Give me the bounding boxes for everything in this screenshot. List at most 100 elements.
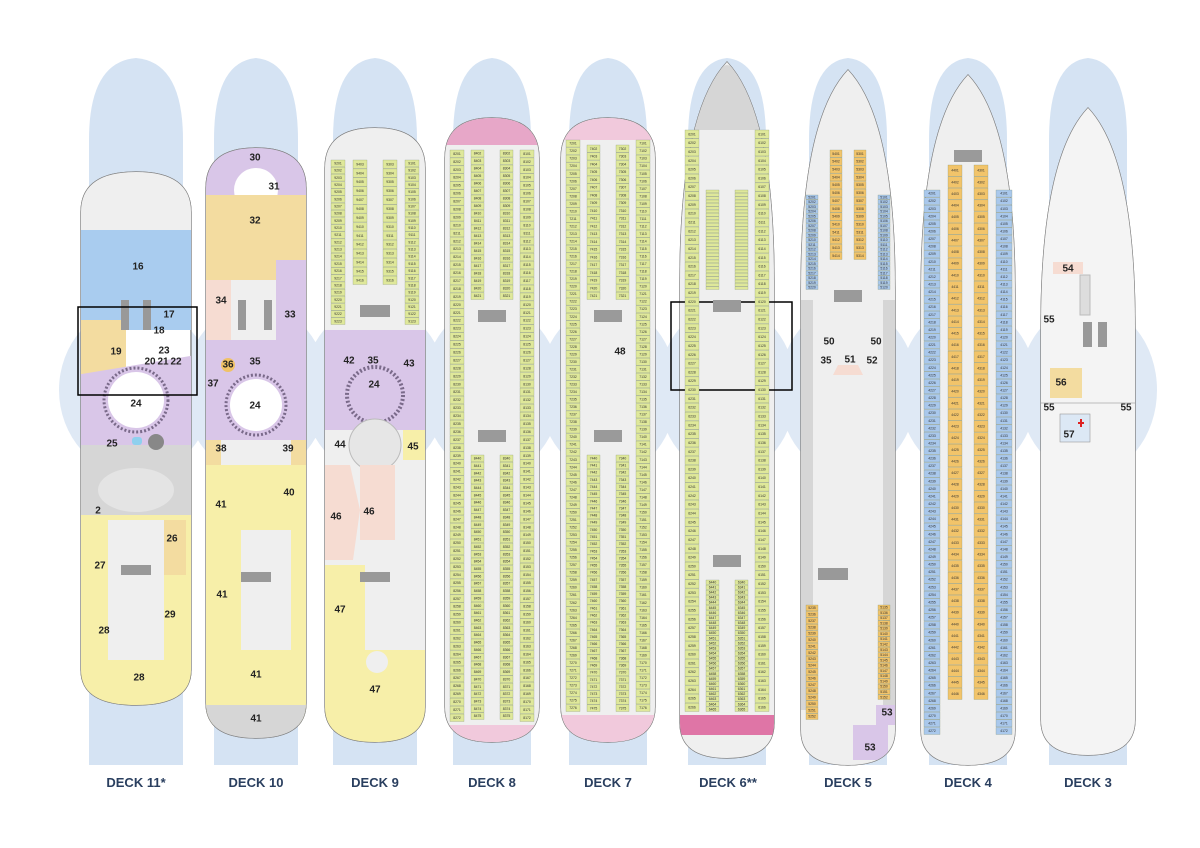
cabin[interactable] bbox=[330, 174, 346, 182]
cabin[interactable] bbox=[499, 239, 514, 248]
cabin[interactable] bbox=[615, 547, 630, 555]
deck-label[interactable]: DECK 5 bbox=[824, 775, 872, 790]
cabin[interactable] bbox=[615, 683, 630, 691]
cabin[interactable] bbox=[330, 245, 346, 253]
cabin[interactable] bbox=[635, 666, 651, 674]
cabin[interactable] bbox=[923, 712, 941, 720]
cabin[interactable] bbox=[877, 228, 891, 233]
cabin[interactable] bbox=[923, 636, 941, 644]
cabin[interactable] bbox=[635, 471, 651, 479]
cabin[interactable] bbox=[382, 186, 398, 196]
cabin[interactable] bbox=[352, 159, 368, 169]
cabin[interactable] bbox=[734, 579, 749, 585]
cabin[interactable] bbox=[705, 595, 720, 600]
cabin[interactable] bbox=[754, 526, 770, 536]
cabin[interactable] bbox=[995, 288, 1013, 296]
cabin[interactable] bbox=[995, 553, 1013, 561]
cabin[interactable] bbox=[995, 386, 1013, 394]
cabin[interactable] bbox=[382, 213, 398, 223]
cabin[interactable] bbox=[499, 179, 514, 188]
cabin[interactable] bbox=[519, 261, 535, 269]
cabin[interactable] bbox=[382, 267, 398, 276]
cabin[interactable] bbox=[995, 341, 1013, 349]
cabin[interactable] bbox=[923, 621, 941, 629]
cabin[interactable] bbox=[705, 640, 720, 646]
cabin[interactable] bbox=[923, 227, 941, 236]
cabin[interactable] bbox=[330, 274, 346, 282]
cabin[interactable] bbox=[805, 232, 819, 238]
cabin[interactable] bbox=[805, 204, 819, 209]
cabin[interactable] bbox=[754, 447, 770, 456]
cabin[interactable] bbox=[973, 688, 989, 700]
cabin[interactable] bbox=[519, 292, 535, 301]
cabin[interactable] bbox=[684, 685, 700, 694]
cabin[interactable] bbox=[805, 247, 819, 252]
cabin[interactable] bbox=[519, 284, 535, 293]
deck-label[interactable]: DECK 10 bbox=[229, 775, 284, 790]
cabin[interactable] bbox=[565, 192, 581, 200]
cabin[interactable] bbox=[449, 539, 465, 547]
cabin[interactable] bbox=[877, 275, 891, 281]
cabin[interactable] bbox=[995, 273, 1013, 281]
cabin[interactable] bbox=[973, 676, 989, 688]
cabin[interactable] bbox=[449, 189, 465, 198]
cabin[interactable] bbox=[382, 275, 398, 285]
cabin[interactable] bbox=[449, 372, 465, 381]
cabin[interactable] bbox=[829, 189, 843, 197]
cabin[interactable] bbox=[923, 485, 941, 493]
cabin[interactable] bbox=[995, 727, 1013, 735]
cabin[interactable] bbox=[923, 454, 941, 463]
cabin[interactable] bbox=[684, 138, 700, 148]
cabin[interactable] bbox=[973, 548, 989, 561]
cabin[interactable] bbox=[734, 600, 749, 606]
cabin[interactable] bbox=[449, 491, 465, 500]
cabin[interactable] bbox=[684, 209, 700, 218]
cabin[interactable] bbox=[805, 213, 819, 219]
cabin[interactable] bbox=[586, 526, 601, 534]
cabin[interactable] bbox=[615, 469, 630, 477]
cabin[interactable] bbox=[705, 256, 720, 260]
cabin[interactable] bbox=[470, 609, 485, 617]
cabin[interactable] bbox=[705, 196, 720, 200]
cabin[interactable] bbox=[565, 403, 581, 411]
cabin[interactable] bbox=[754, 332, 770, 342]
cabin[interactable] bbox=[684, 517, 700, 527]
cabin[interactable] bbox=[754, 156, 770, 165]
cabin[interactable] bbox=[449, 578, 465, 587]
cabin[interactable] bbox=[705, 273, 720, 277]
cabin[interactable] bbox=[684, 200, 700, 209]
cabin[interactable] bbox=[947, 409, 963, 421]
cabin[interactable] bbox=[586, 230, 601, 238]
cabin[interactable] bbox=[684, 509, 700, 518]
cabin[interactable] bbox=[586, 561, 601, 569]
cabin[interactable] bbox=[995, 515, 1013, 523]
cabin[interactable] bbox=[615, 183, 630, 192]
cabin[interactable] bbox=[684, 676, 700, 686]
cabin[interactable] bbox=[519, 205, 535, 214]
cabin[interactable] bbox=[615, 483, 630, 491]
cabin[interactable] bbox=[995, 401, 1013, 410]
cabin[interactable] bbox=[635, 486, 651, 494]
cabin[interactable] bbox=[499, 194, 514, 203]
cabin[interactable] bbox=[449, 594, 465, 603]
cabin[interactable] bbox=[923, 659, 941, 667]
cabin[interactable] bbox=[995, 636, 1013, 644]
cabin[interactable] bbox=[734, 223, 749, 227]
cabin[interactable] bbox=[947, 467, 963, 479]
cabin[interactable] bbox=[829, 173, 843, 182]
cabin[interactable] bbox=[449, 308, 465, 317]
cabin[interactable] bbox=[519, 380, 535, 388]
cabin[interactable] bbox=[923, 371, 941, 379]
cabin[interactable] bbox=[330, 260, 346, 268]
deck-label[interactable]: DECK 8 bbox=[468, 775, 516, 790]
cabin[interactable] bbox=[705, 625, 720, 631]
cabin[interactable] bbox=[449, 419, 465, 428]
cabin[interactable] bbox=[499, 224, 514, 233]
cabin[interactable] bbox=[470, 565, 485, 573]
cabin[interactable] bbox=[923, 273, 941, 281]
cabin[interactable] bbox=[947, 350, 963, 363]
cabin[interactable] bbox=[923, 727, 941, 735]
cabin[interactable] bbox=[734, 286, 749, 290]
cabin[interactable] bbox=[877, 652, 891, 658]
cabin[interactable] bbox=[705, 266, 720, 270]
